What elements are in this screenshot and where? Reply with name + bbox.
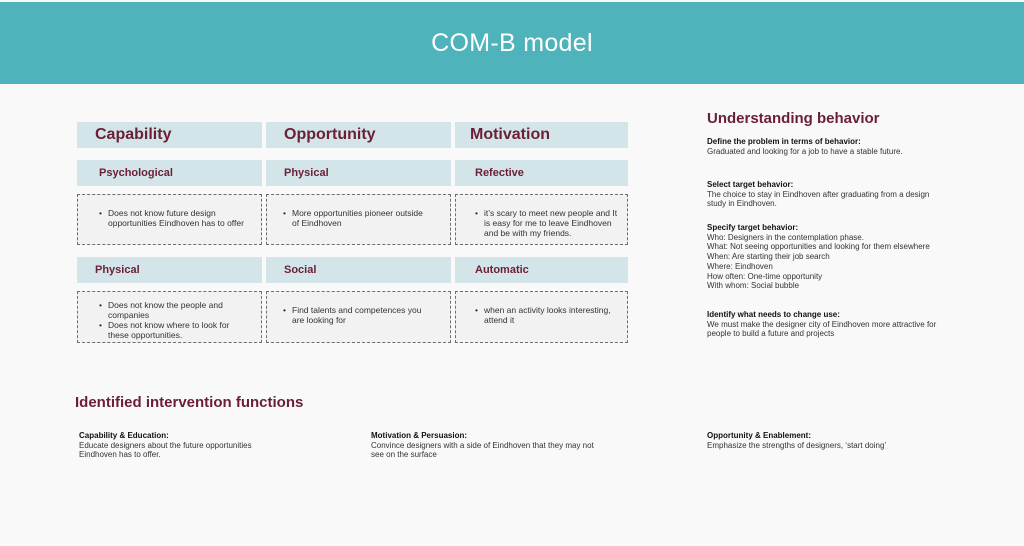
section-text: What: Not seeing opportunities and looki… xyxy=(707,242,930,252)
intervention-label: Capability & Education: xyxy=(79,431,169,440)
intervention-label: Motivation & Persuasion: xyxy=(371,431,468,440)
interventions-title: Identified intervention functions xyxy=(75,394,304,411)
capability-label: Capability xyxy=(95,126,172,143)
section-label: Specify target behavior: xyxy=(707,223,799,232)
opportunity-label: Opportunity xyxy=(284,126,376,143)
opportunity-physical-notes: More opportunities pioneer outside of Ei… xyxy=(266,194,451,245)
notes-list: More opportunities pioneer outside of Ei… xyxy=(282,208,432,228)
intervention-label: Opportunity & Enablement: xyxy=(707,431,811,440)
motivation-automatic-notes: when an activity looks interesting, atte… xyxy=(455,291,628,343)
section-text: With whom: Social bubble xyxy=(707,281,800,291)
notes-list: Does not know future design opportunitie… xyxy=(98,208,248,228)
intervention-motivation-persuasion: Motivation & Persuasion: Convince design… xyxy=(371,431,601,460)
page-title: COM-B model xyxy=(431,29,593,57)
note-item: Does not know where to look for these op… xyxy=(98,320,248,340)
notes-list: Does not know the people and companies D… xyxy=(98,300,248,340)
motivation-label: Motivation xyxy=(470,126,550,143)
motivation-automatic-label: Automatic xyxy=(475,264,529,276)
motivation-header: Motivation xyxy=(455,122,628,148)
intervention-text: Convince designers with a side of Eindho… xyxy=(371,440,594,460)
opportunity-physical-label: Physical xyxy=(284,167,329,179)
opportunity-physical-header: Physical xyxy=(266,160,451,186)
section-label: Identify what needs to change use: xyxy=(707,310,840,319)
opportunity-social-notes: Find talents and competences you are loo… xyxy=(266,291,451,343)
motivation-reflective-header: Refective xyxy=(455,160,628,186)
notes-list: Find talents and competences you are loo… xyxy=(282,305,432,325)
capability-physical-label: Physical xyxy=(95,264,140,276)
intervention-text: Educate designers about the future oppor… xyxy=(79,440,252,460)
intervention-capability-education: Capability & Education: Educate designer… xyxy=(79,431,309,460)
select-target-section: Select target behavior: The choice to st… xyxy=(707,180,942,209)
section-text: How often: One-time opportunity xyxy=(707,271,823,281)
section-text: Who: Designers in the contemplation phas… xyxy=(707,232,864,242)
note-item: Does not know the people and companies xyxy=(98,300,248,320)
capability-psychological-notes: Does not know future design opportunitie… xyxy=(77,194,262,245)
section-text: Graduated and looking for a job to have … xyxy=(707,146,903,156)
section-label: Define the problem in terms of behavior: xyxy=(707,137,861,146)
motivation-reflective-label: Refective xyxy=(475,167,524,179)
motivation-reflective-notes: it’s scary to meet new people and It is … xyxy=(455,194,628,245)
note-item: Find talents and competences you are loo… xyxy=(282,305,432,325)
title-banner: COM-B model xyxy=(0,2,1024,84)
section-label: Select target behavior: xyxy=(707,180,794,189)
capability-physical-notes: Does not know the people and companies D… xyxy=(77,291,262,343)
section-text: When: Are starting their job search xyxy=(707,252,830,262)
note-item: it’s scary to meet new people and It is … xyxy=(474,208,619,238)
capability-header: Capability xyxy=(77,122,262,148)
capability-physical-header: Physical xyxy=(77,257,262,283)
section-text: Where: Eindhoven xyxy=(707,261,773,271)
intervention-text: Emphasize the strengths of designers, ‘s… xyxy=(707,440,887,450)
define-problem-section: Define the problem in terms of behavior:… xyxy=(707,137,942,156)
intervention-opportunity-enablement: Opportunity & Enablement: Emphasize the … xyxy=(707,431,947,450)
section-text: The choice to stay in Eindhoven after gr… xyxy=(707,189,930,209)
capability-psychological-label: Psychological xyxy=(99,167,173,179)
specify-target-section: Specify target behavior: Who: Designers … xyxy=(707,223,942,291)
opportunity-social-header: Social xyxy=(266,257,451,283)
motivation-automatic-header: Automatic xyxy=(455,257,628,283)
notes-list: it’s scary to meet new people and It is … xyxy=(474,208,619,238)
capability-psychological-header: Psychological xyxy=(77,160,262,186)
opportunity-social-label: Social xyxy=(284,264,317,276)
notes-list: when an activity looks interesting, atte… xyxy=(474,305,619,325)
note-item: More opportunities pioneer outside of Ei… xyxy=(282,208,432,228)
note-item: when an activity looks interesting, atte… xyxy=(474,305,619,325)
note-item: Does not know future design opportunitie… xyxy=(98,208,248,228)
understanding-title: Understanding behavior xyxy=(707,110,880,127)
section-text: We must make the designer city of Eindho… xyxy=(707,319,937,339)
opportunity-header: Opportunity xyxy=(266,122,451,148)
identify-change-section: Identify what needs to change use: We mu… xyxy=(707,310,942,339)
